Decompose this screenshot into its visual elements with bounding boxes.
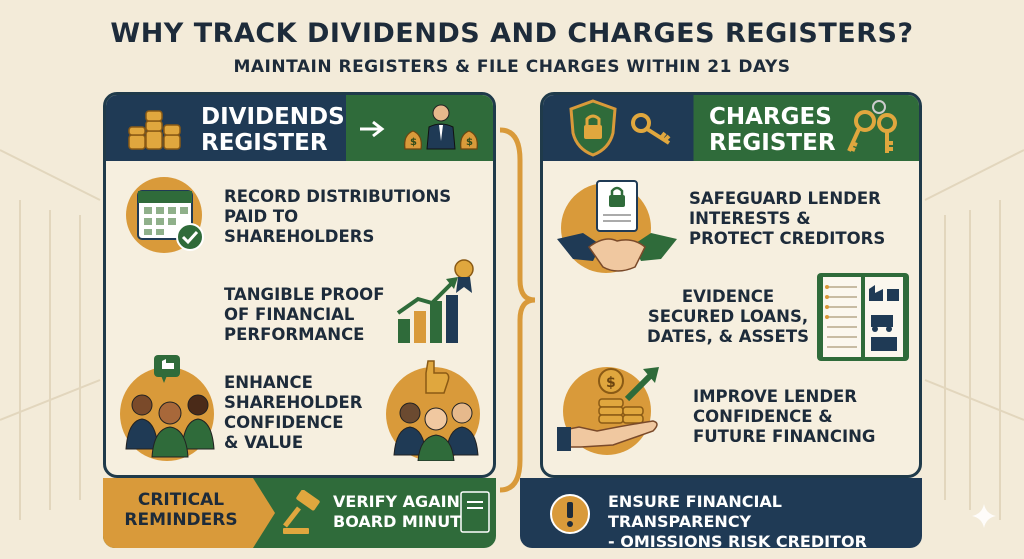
svg-text:$: $: [606, 375, 616, 391]
dividends-item-2-line1: TANGIBLE PROOF: [224, 285, 385, 304]
critical-reminders-label: CRITICAL REMINDERS: [121, 490, 241, 530]
coins-hand-icon: $: [557, 367, 659, 451]
dividends-item-1-line3: SHAREHOLDERS: [224, 227, 375, 246]
charges-item-1: SAFEGUARD LENDER INTERESTS & PROTECT CRE…: [689, 189, 885, 249]
dividends-item-2: TANGIBLE PROOF OF FINANCIAL PERFORMANCE: [224, 285, 384, 345]
page-subtitle: MAINTAIN REGISTERS & FILE CHARGES WITHIN…: [233, 57, 791, 77]
charges-item-2-line1: EVIDENCE: [681, 287, 775, 306]
dividends-item-3-line2: SHAREHOLDER: [224, 393, 363, 412]
charges-item-3-line3: FUTURE FINANCING: [693, 427, 876, 446]
charges-item-3-line2: CONFIDENCE &: [693, 407, 833, 426]
dividends-item-3-line3: CONFIDENCE: [224, 413, 344, 432]
panel-connector: [499, 127, 536, 493]
dividends-item-3-line1: ENHANCE: [224, 373, 313, 392]
key-icon: [631, 113, 671, 145]
charges-item-1-line2: INTERESTS &: [689, 209, 811, 228]
verify-board-minutes-text: VERIFY AGAINST BOARD MINUTES: [333, 492, 484, 532]
charges-item-1-line1: SAFEGUARD LENDER: [689, 189, 881, 208]
dividends-title-line1: DIVIDENDS: [201, 104, 345, 130]
coins-stack-icon: [128, 110, 181, 150]
charges-header: CHARGES REGISTER: [543, 95, 919, 161]
dividends-title-line2: REGISTER: [201, 130, 328, 156]
charges-title: CHARGES REGISTER: [709, 104, 836, 156]
transparency-footer: ENSURE FINANCIAL TRANSPARENCY - OMISSION…: [520, 478, 922, 548]
happy-shareholders-icon: [393, 360, 479, 461]
svg-text:$: $: [466, 137, 473, 148]
verify-board-minutes-line1: VERIFY AGAINST: [333, 492, 483, 511]
handshake-icon: [557, 180, 677, 272]
arrow-right-icon: [360, 120, 385, 138]
transparency-text-line1: ENSURE FINANCIAL TRANSPARENCY: [608, 492, 782, 531]
verify-board-minutes-line2: BOARD MINUTES: [333, 512, 484, 531]
gavel-icon: [283, 490, 320, 534]
growth-chart-icon: [396, 259, 474, 343]
shield-lock-icon: [569, 99, 617, 157]
charges-item-1-line3: PROTECT CREDITORS: [689, 229, 886, 248]
critical-reminders-label-line1: CRITICAL: [137, 490, 225, 510]
charges-item-2-line3: DATES, & ASSETS: [647, 327, 809, 346]
dividends-title: DIVIDENDS REGISTER: [201, 104, 345, 156]
dividends-item-2-line3: PERFORMANCE: [224, 325, 365, 344]
dividends-item-1-line2: PAID TO: [224, 207, 299, 226]
calendar-check-icon: [137, 190, 204, 251]
warning-icon: [550, 494, 590, 534]
minutes-book-icon: [460, 491, 490, 533]
dividends-header: DIVIDENDS REGISTER $ $: [106, 95, 493, 161]
page-title: WHY TRACK DIVIDENDS AND CHARGES REGISTER…: [110, 18, 914, 49]
dividends-item-3-line4: & VALUE: [224, 433, 304, 452]
dividends-item-1: RECORD DISTRIBUTIONS PAID TO SHAREHOLDER…: [224, 187, 451, 247]
svg-text:$: $: [410, 137, 417, 148]
critical-reminders-footer: CRITICAL REMINDERS VERIFY AGAINST BOARD …: [103, 478, 496, 548]
footer-left-bg: [103, 478, 275, 548]
transparency-text-line2: - OMISSIONS RISK CREDITOR CLAIMS: [608, 532, 867, 548]
dividends-item-2-line2: OF FINANCIAL: [224, 305, 355, 324]
charges-item-2-line2: SECURED LOANS,: [647, 307, 809, 326]
charges-item-3-line1: IMPROVE LENDER: [693, 387, 857, 406]
charges-item-3: IMPROVE LENDER CONFIDENCE & FUTURE FINAN…: [693, 387, 875, 447]
charges-title-line2: REGISTER: [709, 130, 836, 156]
transparency-text: ENSURE FINANCIAL TRANSPARENCY - OMISSION…: [608, 492, 922, 548]
shareholders-icon: [125, 355, 215, 458]
dividends-item-3: ENHANCE SHAREHOLDER CONFIDENCE & VALUE: [224, 373, 362, 453]
critical-reminders-label-line2: REMINDERS: [124, 510, 238, 530]
charges-title-line1: CHARGES: [709, 104, 832, 130]
keys-icon: [847, 100, 897, 153]
charges-item-2: EVIDENCE SECURED LOANS, DATES, & ASSETS: [643, 287, 813, 347]
sparkle-icon: [972, 504, 996, 528]
dividends-register-panel: DIVIDENDS REGISTER $ $ RECORD DISTRIBUTI…: [103, 92, 496, 478]
asset-ledger-icon: [817, 273, 909, 361]
investor-money-bags-icon: $ $: [404, 104, 478, 150]
charges-register-panel: CHARGES REGISTER SAFEGUARD LENDER INTERE…: [540, 92, 922, 478]
dividends-item-1-line1: RECORD DISTRIBUTIONS: [224, 187, 452, 206]
